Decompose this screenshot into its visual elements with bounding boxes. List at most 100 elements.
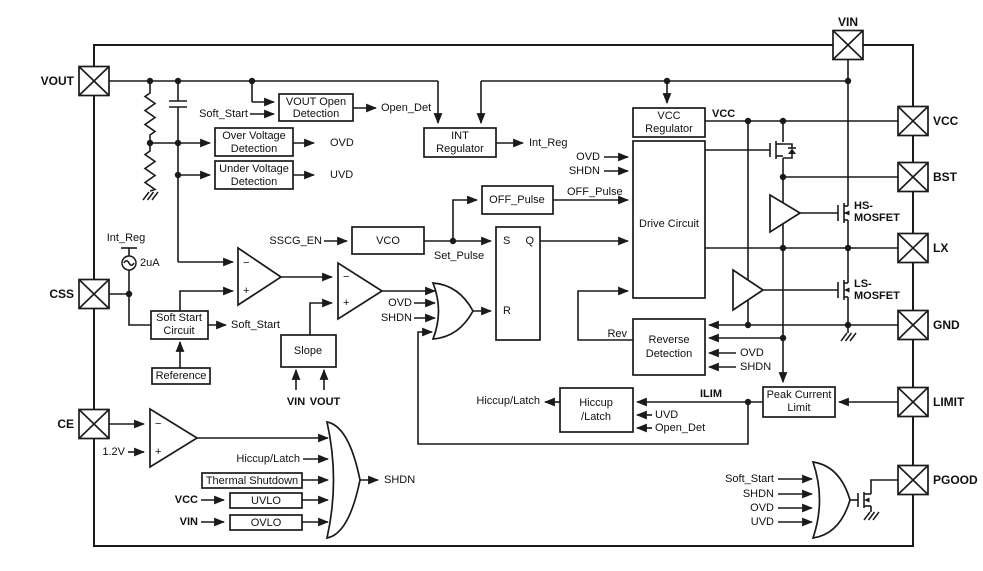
shdn-or-gate [325,420,361,540]
block-vout-open-detection: VOUT Open Detection [278,93,354,122]
svg-text:PGOOD: PGOOD [933,473,978,487]
function-blocks: VOUT Open Detection Over Voltage Detecti… [150,93,836,531]
hs-gate-driver [769,193,802,234]
ce-comparator [149,407,199,469]
svg-text:Detection: Detection [646,348,692,360]
block-peak-current-limit: Peak Current Limit [762,386,836,418]
ovd-or-label: OVD [388,297,412,309]
pin-bst: BST [897,161,958,193]
svg-text:Circuit: Circuit [163,325,194,337]
svg-text:Detection: Detection [231,176,277,188]
block-under-voltage-detection: Under Voltage Detection [214,160,294,190]
comparators-and-drivers: − + − + − + [149,193,802,469]
shdn-or-label: SHDN [381,312,412,324]
latch-s: S [503,235,510,247]
block-reverse-detection: Reverse Detection [632,318,706,376]
block-sr-latch: S Q R [495,226,541,341]
int-reg-source-label: Int_Reg [107,232,146,244]
pin-limit: LIMIT [897,386,965,418]
block-uvlo: UVLO [229,492,303,509]
hs-mosfet [800,203,850,223]
svg-text:/Latch: /Latch [581,411,611,423]
block-soft-start-circuit: Soft Start Circuit [150,310,209,340]
ovd-label: OVD [330,137,354,149]
block-thermal-shutdown: Thermal Shutdown [201,472,303,489]
vref-label: 1.2V [102,446,125,458]
svg-text:BST: BST [933,170,958,184]
svg-text:Detection: Detection [231,143,277,155]
ovd-revdet-label: OVD [740,347,764,359]
svg-text:Over Voltage: Over Voltage [222,130,286,142]
svg-text:VCC: VCC [933,114,959,128]
open-det-label: Open_Det [381,102,431,114]
ce-plus: + [155,446,161,458]
svg-text:CE: CE [57,417,74,431]
error-amp [237,246,283,307]
vin-ovlo-label: VIN [180,516,198,528]
hs-mosfet-label-2: MOSFET [854,212,900,224]
pgood-mosfet [857,479,898,512]
svg-text:Reverse: Reverse [649,334,690,346]
uvd-label: UVD [330,169,353,181]
block-over-voltage-detection: Over Voltage Detection [214,127,294,157]
vcc-uvlo-label: VCC [175,494,198,506]
soft-start-pgood-label: Soft_Start [725,473,774,485]
shdn-out-label: SHDN [384,474,415,486]
int-reg-label: Int_Reg [529,137,568,149]
ls-mosfet [763,280,850,300]
svg-text:VCO: VCO [376,235,400,247]
svg-text:Under Voltage: Under Voltage [219,163,289,175]
hiccup-latch-in-label: Hiccup/Latch [236,453,300,465]
pin-vout: VOUT [41,65,110,97]
svg-text:UVLO: UVLO [251,495,281,507]
svg-text:Hiccup: Hiccup [579,397,613,409]
uvd-hiccup-label: UVD [655,409,678,421]
block-vco: VCO [351,226,425,255]
svg-text:Slope: Slope [294,345,322,357]
pin-pgood: PGOOD [897,464,978,496]
pin-ce: CE [57,408,110,440]
svg-text:Limit: Limit [787,402,810,414]
ground-icon [863,511,880,521]
block-int-regulator: INT Regulator [423,127,497,158]
svg-text:CSS: CSS [49,287,74,301]
vin-slope-label: VIN [287,396,305,408]
svg-text:Drive Circuit: Drive Circuit [639,218,699,230]
ground-icon [142,191,159,201]
ls-mosfet-label-2: MOSFET [854,290,900,302]
ls-mosfet-label-1: LS- [854,278,872,290]
pgood-or-gate [811,460,851,540]
latch-r: R [503,305,511,317]
rev-label: Rev [607,328,627,340]
reset-or-gate [431,282,474,340]
svg-text:LX: LX [933,241,948,255]
svg-text:Regulator: Regulator [436,143,484,155]
vout-slope-label: VOUT [310,396,341,408]
svg-text:OVLO: OVLO [251,517,282,529]
pin-vin: VIN [832,15,864,61]
block-off-pulse: OFF_Pulse [481,185,554,215]
signal-labels: Soft_Start Open_Det OVD UVD Int_Reg VCC … [102,102,900,528]
block-reference: Reference [151,367,211,385]
uvd-pgood-label: UVD [751,516,774,528]
ovd-drive-label: OVD [576,151,600,163]
shdn-drive-label: SHDN [569,165,600,177]
block-ovlo: OVLO [229,514,303,531]
pin-css: CSS [49,278,110,310]
svg-text:Soft Start: Soft Start [156,312,202,324]
error-amp-plus: + [243,285,249,297]
block-hiccup-latch: Hiccup /Latch [559,387,634,433]
bootstrap-mosfet [705,141,796,159]
block-slope: Slope [280,334,337,368]
svg-text:GND: GND [933,318,960,332]
vcc-rail-label: VCC [712,108,735,120]
ovd-pgood-label: OVD [750,502,774,514]
pwm-minus: − [343,271,349,283]
svg-text:VIN: VIN [838,15,858,29]
svg-text:Reference: Reference [156,370,207,382]
open-det-hiccup-label: Open_Det [655,422,705,434]
pwm-plus: + [343,297,349,309]
ls-gate-driver [732,268,765,312]
